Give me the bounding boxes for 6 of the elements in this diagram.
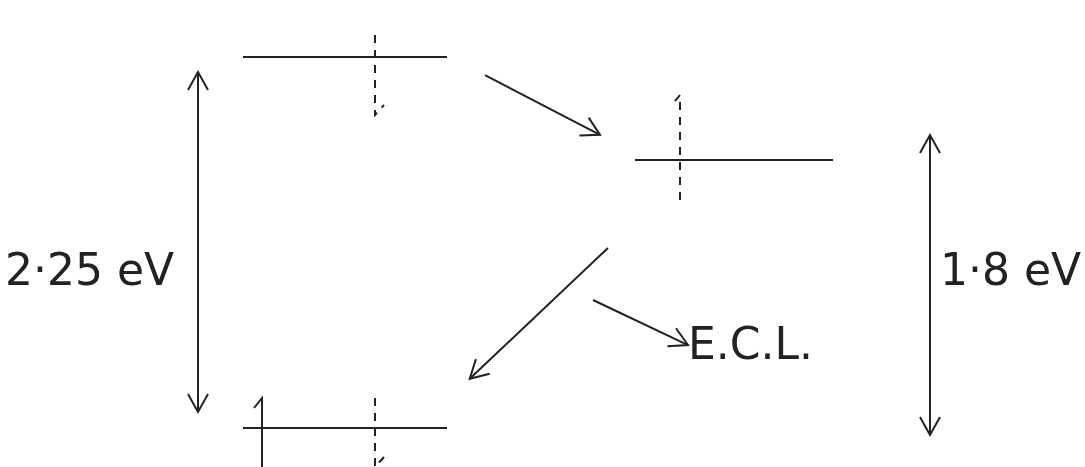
energy-gap-label: 2·25 eV	[5, 248, 175, 292]
arrow	[592, 299, 689, 348]
process-label: E.C.L.	[688, 322, 808, 370]
arrow	[468, 247, 609, 380]
arrow	[484, 74, 601, 137]
energy-gap-label: 1·8 eV	[940, 248, 1082, 292]
